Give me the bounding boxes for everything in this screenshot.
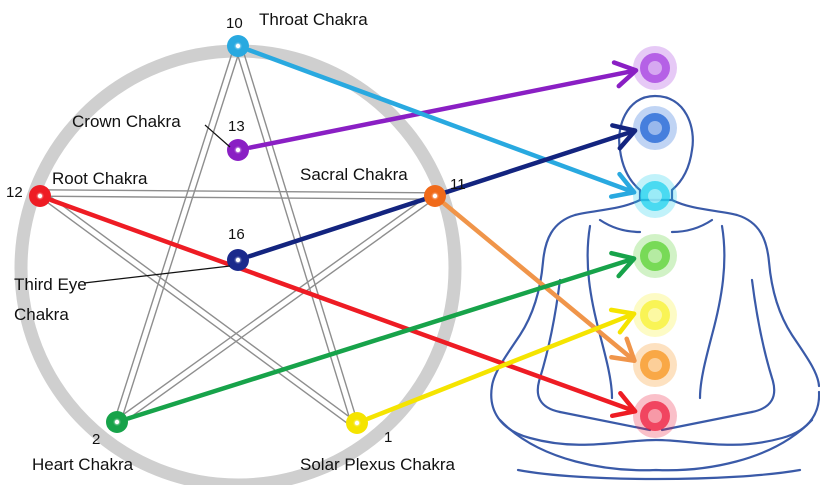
label-root-chakra: Root Chakra: [52, 169, 148, 188]
node-number-crown: 13: [228, 118, 245, 135]
leader-third-eye: [83, 265, 231, 284]
body-orb-thirdeye: [640, 113, 670, 143]
node-number-sacral: 11: [450, 176, 466, 193]
node-number-heart: 2: [92, 431, 100, 448]
star-edge-line: [114, 192, 432, 421]
figure-base: [516, 468, 802, 481]
body-orb-solar: [640, 300, 670, 330]
figure-chest-right: [670, 218, 714, 234]
body-orb-core-root: [648, 409, 662, 423]
chakra-node-sparkle: [235, 257, 241, 263]
arrowhead-sacral: [609, 336, 637, 363]
figure-chest-left: [598, 218, 642, 234]
arrow-sacral: [442, 201, 633, 360]
body-orb-heart: [640, 241, 670, 271]
chakra-node-sparkle: [37, 193, 43, 199]
label-third-eye-line1: Third Eye: [14, 275, 87, 294]
arrow-crown: [247, 69, 633, 150]
figure-arm-left: [536, 278, 562, 414]
figure-legs-lower: [498, 418, 814, 472]
arrowhead-crown: [611, 60, 639, 89]
star-edge-line: [113, 43, 236, 423]
star-edge-line: [37, 195, 354, 429]
body-orb-core-throat: [648, 189, 662, 203]
arrow-solar: [365, 313, 631, 421]
arrowhead-heart: [609, 250, 637, 279]
body-chakra-points: [633, 46, 677, 438]
figure-inner-left: [586, 224, 614, 400]
label-sacral-chakra: Sacral Chakra: [300, 165, 408, 184]
leader-crown: [204, 124, 231, 148]
star-edge-line: [240, 43, 359, 425]
chakra-node-sparkle: [235, 147, 241, 153]
label-throat-chakra: Throat Chakra: [259, 10, 368, 29]
pentagram-star: [37, 43, 436, 429]
arrowhead-throat: [608, 171, 637, 199]
body-orb-throat: [640, 181, 670, 211]
arrowhead-root: [609, 390, 638, 419]
star-edge-line: [234, 45, 353, 427]
body-orb-crown: [640, 53, 670, 83]
figure-torso-right: [670, 198, 820, 388]
node-number-root: 12: [6, 184, 23, 201]
body-orb-sacral: [640, 350, 670, 380]
chakra-mapping-arrows: [49, 47, 639, 421]
label-third-eye-line2: Chakra: [14, 305, 69, 324]
label-heart-chakra: Heart Chakra: [32, 455, 134, 474]
arrow-throat: [247, 47, 631, 193]
node-number-throat: 10: [226, 15, 243, 32]
body-orb-core-solar: [648, 308, 662, 322]
star-edge-line: [40, 189, 434, 194]
star-edge-line: [39, 195, 433, 200]
figure-leg-fold-left: [558, 410, 652, 432]
chakra-node-sparkle: [432, 193, 438, 199]
label-solar-plexus-chakra: Solar Plexus Chakra: [300, 455, 456, 474]
pentagram-chakra-nodes: [29, 35, 446, 434]
star-edge-line: [119, 45, 242, 425]
chakra-node-sparkle: [235, 43, 241, 49]
chakra-node-sparkle: [354, 420, 360, 426]
chakra-node-sparkle: [114, 419, 120, 425]
node-number-solar: 1: [384, 429, 392, 446]
arrowhead-third-eye: [610, 123, 638, 151]
figure-leg-fold-right: [660, 410, 754, 432]
arrow-root: [49, 197, 632, 412]
body-orb-core-crown: [648, 61, 662, 75]
body-orb-core-sacral: [648, 358, 662, 372]
body-orb-root: [640, 401, 670, 431]
body-orb-core-thirdeye: [648, 121, 662, 135]
arrow-heart: [126, 258, 631, 421]
figure-torso-left: [490, 198, 642, 388]
figure-arm-right: [750, 278, 776, 414]
body-orb-core-heart: [648, 249, 662, 263]
star-edge-line: [118, 198, 436, 427]
figure-inner-right: [698, 224, 726, 400]
node-number-third-eye: 16: [228, 226, 245, 243]
arrowhead-solar: [608, 307, 637, 335]
label-crown-chakra: Crown Chakra: [72, 112, 181, 131]
star-edge-line: [41, 189, 358, 423]
